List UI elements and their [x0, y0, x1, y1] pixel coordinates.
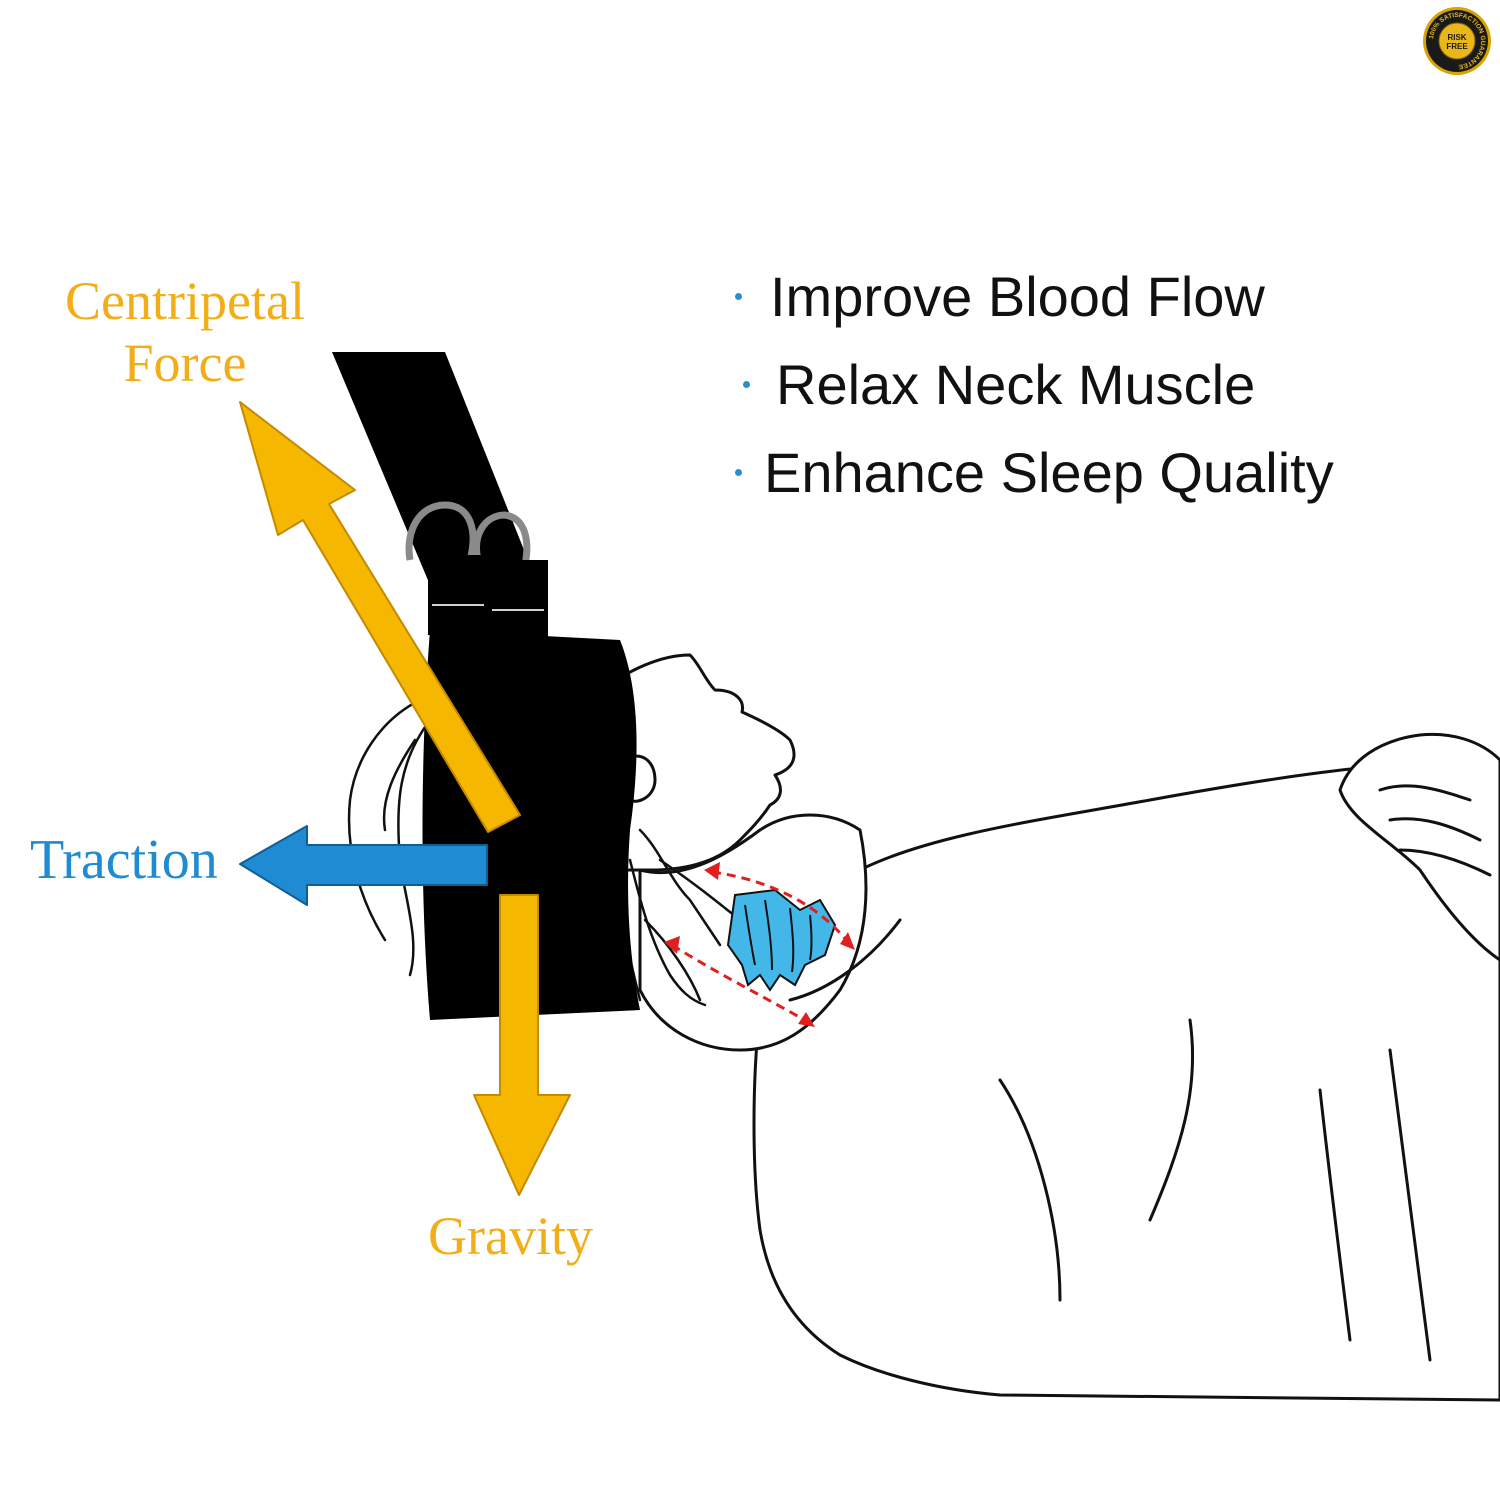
- stretch-arrowhead-2: [840, 932, 855, 950]
- d-ring-left: [405, 501, 477, 561]
- risk-free-badge-icon: 100% SATISFACTION GUARANTEE RISK FREE: [1423, 7, 1491, 75]
- benefits-list: Improve Blood Flow Relax Neck Muscle Enh…: [735, 252, 1334, 516]
- benefit-text: Improve Blood Flow: [770, 264, 1265, 328]
- stretch-arrowhead-1: [704, 862, 720, 880]
- person-outline: [598, 653, 1500, 1402]
- face-outline: [598, 653, 796, 872]
- bullet-dot: [735, 468, 742, 476]
- traction-arrow: [239, 825, 488, 906]
- force-arrows: [239, 401, 571, 1196]
- strap-tab-left: [428, 555, 488, 635]
- stretch-arc-lower: [671, 943, 809, 1024]
- shirt-hem: [1388, 1048, 1432, 1362]
- benefit-item: Improve Blood Flow: [735, 252, 1334, 340]
- collar-line: [788, 918, 902, 1002]
- stretch-arc-upper: [711, 870, 852, 946]
- neck-hammock: [332, 352, 640, 1020]
- finger-line-3: [1398, 848, 1492, 877]
- strap-tab-right: [488, 560, 548, 640]
- finger-line-1: [1378, 784, 1472, 802]
- strap-left: [332, 352, 480, 585]
- traction-label: Traction: [30, 829, 218, 891]
- benefit-item: Relax Neck Muscle: [743, 340, 1334, 428]
- benefit-text: Enhance Sleep Quality: [764, 440, 1334, 504]
- gravity-arrow: [473, 894, 571, 1196]
- cervical-spine: [664, 862, 855, 1027]
- benefit-item: Enhance Sleep Quality: [735, 428, 1334, 516]
- d-ring-right: [473, 511, 531, 566]
- centripetal-force-label-line2: Force: [123, 333, 247, 394]
- finger-line-2: [1388, 817, 1482, 842]
- centripetal-force-label-line1: Centripetal: [65, 271, 305, 331]
- torso-outline: [752, 758, 1500, 1402]
- badge-center-line2: FREE: [1446, 42, 1468, 51]
- shirt-seam-1: [998, 1078, 1062, 1302]
- bullet-dot: [735, 292, 742, 300]
- centripetal-force-arrow: [239, 401, 521, 833]
- stretch-arrowhead-3: [664, 936, 680, 954]
- stretch-arrowhead-4: [798, 1012, 815, 1027]
- centripetal-force-label: Centripetal Force: [50, 270, 320, 394]
- head-cradle: [422, 630, 640, 1020]
- strap-right: [385, 352, 540, 595]
- shirt-seam-3: [1318, 1088, 1352, 1342]
- shirt-seam-2: [1148, 1018, 1195, 1222]
- badge-center-line1: RISK: [1447, 33, 1466, 42]
- bullet-dot: [743, 380, 750, 388]
- gravity-label: Gravity: [428, 1206, 593, 1266]
- ear-outline: [623, 754, 657, 803]
- benefit-text: Relax Neck Muscle: [776, 352, 1256, 416]
